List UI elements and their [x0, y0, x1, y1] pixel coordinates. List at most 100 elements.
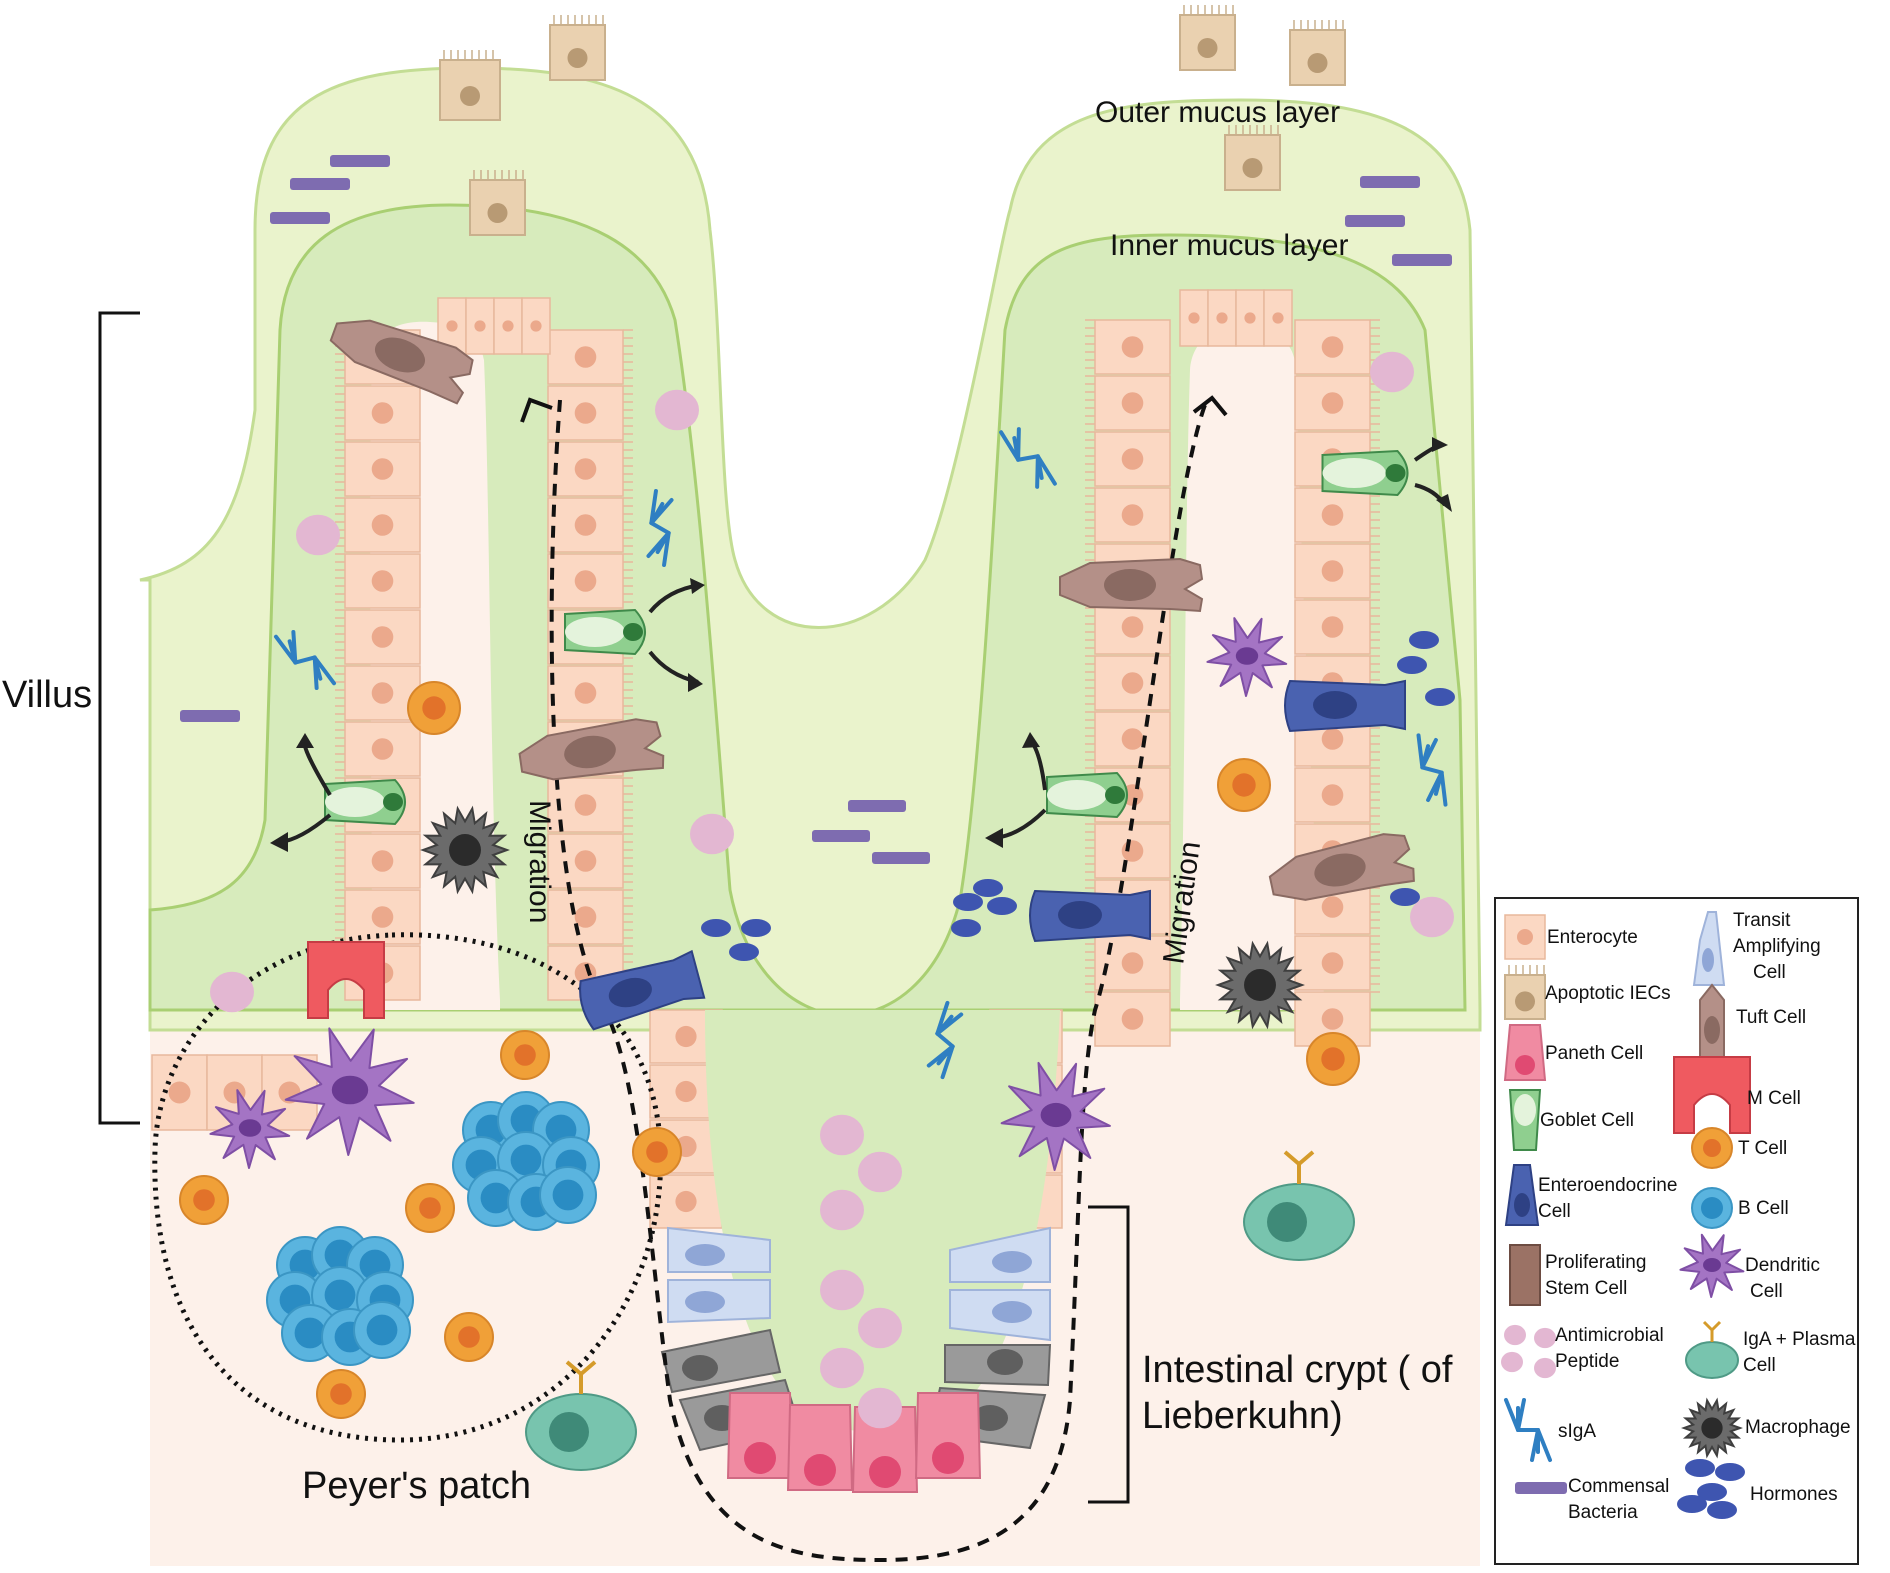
enterocyte — [547, 553, 624, 609]
commensal-bacteria — [1392, 254, 1452, 266]
commensal-bacteria — [180, 710, 240, 722]
commensal-bacteria — [330, 155, 390, 167]
enterocyte — [1294, 599, 1371, 655]
legend-t-cell: T Cell — [1738, 1138, 1787, 1159]
enterocyte — [1094, 431, 1171, 487]
macrophage — [420, 805, 510, 895]
dendritic-cell — [1000, 1061, 1111, 1171]
arrow-head — [1022, 732, 1040, 748]
enterocyte — [1094, 375, 1171, 431]
macrophage — [1681, 1397, 1743, 1459]
enterocyte — [521, 297, 551, 355]
m-cell — [307, 941, 385, 1019]
commensal-bacteria — [1360, 176, 1420, 188]
macrophage — [1215, 940, 1305, 1030]
enterocyte — [493, 297, 523, 355]
legend: Enterocyte Transit Amplifying Cell Apopt… — [1494, 897, 1859, 1565]
arrow-head — [1436, 494, 1452, 512]
hormone — [1697, 1483, 1727, 1501]
legend-bacteria-2: Bacteria — [1568, 1502, 1638, 1523]
legend-plasma-icon — [1685, 1320, 1739, 1379]
enterocyte — [1179, 289, 1209, 347]
hormone — [1677, 1495, 1707, 1513]
legend-hormones: Hormones — [1750, 1484, 1838, 1505]
antimicrobial-peptide — [858, 1151, 902, 1193]
apoptotic-iec — [439, 50, 501, 121]
outer-mucus-label: Outer mucus layer — [1095, 96, 1340, 129]
t-cell — [405, 1183, 455, 1233]
antimicrobial-peptide — [1410, 896, 1454, 938]
inner-mucus-label: Inner mucus layer — [1110, 229, 1348, 262]
commensal-bacteria — [290, 178, 350, 190]
legend-amp-icon — [1501, 1324, 1556, 1379]
legend-apoptotic: Apoptotic IECs — [1545, 983, 1671, 1004]
paneth-cell — [786, 1404, 854, 1491]
hormone — [701, 919, 731, 937]
villus-bracket — [98, 311, 140, 1125]
antimicrobial-peptide — [820, 1114, 864, 1156]
hormone — [1390, 888, 1420, 906]
arrow-head — [270, 832, 288, 852]
legend-siga: sIgA — [1558, 1421, 1596, 1442]
t-cell — [407, 681, 461, 735]
hormone — [987, 897, 1017, 915]
dendritic-cell — [209, 1089, 291, 1169]
paneth-cells — [726, 1392, 982, 1493]
enterocyte — [547, 441, 624, 497]
t-cell — [316, 1369, 366, 1419]
tuft-cell — [1059, 557, 1204, 613]
arrow-head — [985, 828, 1003, 848]
commensal-bacteria — [1515, 1482, 1567, 1494]
goblet-cell — [1046, 771, 1128, 819]
legend-transit-icon — [1692, 911, 1726, 986]
transit-amplifying-cells-left — [667, 1226, 771, 1324]
commensal-bacteria — [1345, 215, 1405, 227]
antimicrobial-peptide — [820, 1347, 864, 1389]
commensal-bacteria — [812, 830, 870, 842]
b-cell-cluster — [266, 1226, 414, 1366]
legend-entero-2: Cell — [1538, 1201, 1571, 1222]
antimicrobial-peptide — [210, 971, 254, 1013]
enterocyte — [1094, 823, 1171, 879]
crypt-bracket — [1088, 1205, 1130, 1504]
legend-b-cell: B Cell — [1738, 1198, 1789, 1219]
enteroendocrine-cell — [1284, 679, 1406, 733]
enterocyte — [1094, 655, 1171, 711]
legend-amp-1: Antimicrobial — [1555, 1325, 1664, 1346]
dendritic-cell — [1679, 1233, 1745, 1298]
b-cell — [353, 1301, 411, 1359]
hormone — [973, 879, 1003, 897]
iga-plasma-cell — [525, 1360, 637, 1471]
enterocyte — [1263, 289, 1293, 347]
legend-box — [1494, 897, 1859, 1565]
siga — [273, 630, 337, 690]
goblet-cell — [564, 608, 646, 656]
enterocyte — [547, 329, 624, 385]
commensal-bacteria — [270, 212, 330, 224]
antimicrobial-peptide — [858, 1387, 902, 1429]
legend-dendritic-1: Dendritic — [1745, 1255, 1820, 1276]
migration-arrowhead-left — [520, 397, 553, 423]
antimicrobial-peptide — [690, 813, 734, 855]
hormone — [1425, 688, 1455, 706]
peyers-patch-label: Peyer's patch — [302, 1465, 531, 1507]
b-cell — [539, 1166, 597, 1224]
antimicrobial-peptide — [655, 389, 699, 431]
legend-transit-3: Cell — [1753, 962, 1786, 983]
legend-enterocyte: Enterocyte — [1547, 927, 1638, 948]
legend-m-cell: M Cell — [1747, 1088, 1801, 1109]
antimicrobial-peptide — [1501, 1351, 1523, 1373]
crypt-label-line2: Lieberkuhn) — [1142, 1395, 1343, 1437]
enterocyte — [547, 833, 624, 889]
paneth-cell — [914, 1392, 982, 1479]
apoptotic-iec — [1504, 965, 1546, 1020]
enterocyte — [649, 1174, 723, 1229]
enterocyte — [344, 833, 421, 889]
antimicrobial-peptide — [1504, 1324, 1526, 1346]
t-cell — [1691, 1127, 1733, 1169]
dendritic-cell — [284, 1027, 415, 1156]
legend-enteroendocrine-icon — [1504, 1164, 1540, 1226]
hormone — [729, 943, 759, 961]
